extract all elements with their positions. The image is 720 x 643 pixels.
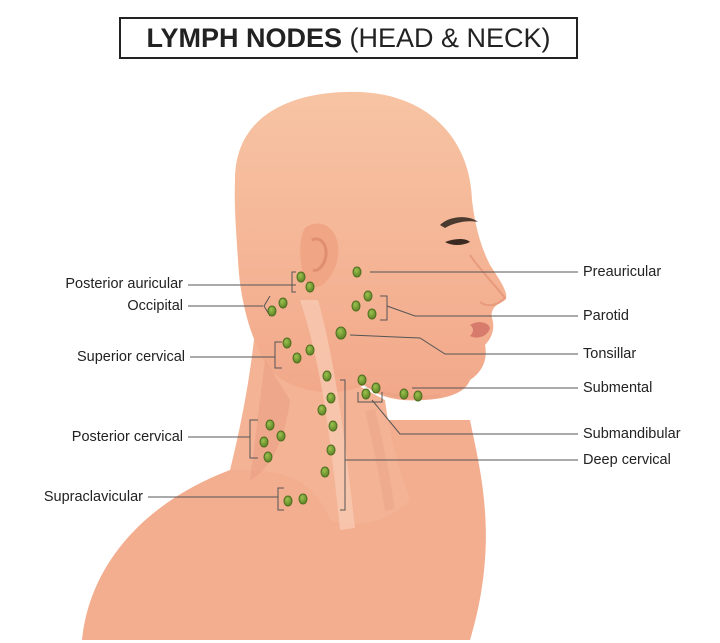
lips (470, 322, 490, 338)
label-posterior-cervical: Posterior cervical (71, 429, 183, 445)
bracket-posterior-cervical (249, 419, 258, 459)
head (234, 91, 507, 401)
node-deep-cervical (328, 420, 338, 432)
diagram-title: LYMPH NODES (HEAD & NECK) (119, 17, 578, 59)
leader-submandibular (371, 399, 578, 435)
node-occipital (267, 305, 277, 317)
nose (469, 254, 507, 307)
label-deep-cervical: Deep cervical (583, 452, 671, 468)
leader-lines (148, 271, 578, 511)
node-submandibular (357, 374, 367, 386)
leader-parotid (386, 305, 578, 317)
node-posterior-cervical (276, 430, 286, 442)
title-normal: (HEAD & NECK) (349, 23, 551, 53)
node-posterior-auricular (296, 271, 306, 283)
label-parotid: Parotid (583, 308, 629, 324)
label-submandibular: Submandibular (583, 426, 681, 442)
node-submental (413, 390, 423, 402)
node-posterior-auricular (305, 281, 315, 293)
node-deep-cervical (317, 404, 327, 416)
node-superior-cervical (305, 344, 315, 356)
node-supraclavicular (283, 495, 293, 507)
eye (445, 239, 470, 245)
node-posterior-cervical (265, 419, 275, 431)
label-submental: Submental (583, 380, 653, 396)
label-superior-cervical: Superior cervical (77, 349, 185, 365)
node-posterior-cervical (263, 451, 273, 463)
node-tonsillar (335, 326, 347, 340)
node-parotid (363, 290, 373, 302)
node-posterior-cervical (259, 436, 269, 448)
node-supraclavicular (298, 493, 308, 505)
node-superior-cervical (282, 337, 292, 349)
eyebrow (440, 217, 478, 228)
label-posterior-auricular: Posterior auricular (65, 276, 183, 292)
node-submandibular (371, 382, 381, 394)
bracket-parotid (380, 295, 388, 321)
label-occipital: Occipital (127, 298, 183, 314)
leader-tonsillar (349, 334, 578, 355)
label-tonsillar: Tonsillar (583, 346, 637, 362)
ear (300, 223, 339, 287)
node-parotid (351, 300, 361, 312)
node-submandibular (361, 388, 371, 400)
label-preauricular: Preauricular (583, 264, 662, 280)
node-superior-cervical (292, 352, 302, 364)
node-submental (399, 388, 409, 400)
trachea-shadow (365, 408, 395, 511)
bracket-supraclavicular (277, 487, 284, 511)
ear-inner (311, 237, 328, 272)
neck-muscle (300, 300, 355, 530)
bracket-posterior-auricular (291, 271, 296, 293)
node-parotid (367, 308, 377, 320)
node-deep-cervical (322, 370, 332, 382)
node-deep-cervical (326, 392, 336, 404)
label-supraclavicular: Supraclavicular (43, 489, 143, 505)
node-occipital (278, 297, 288, 309)
title-bold: LYMPH NODES (146, 23, 342, 53)
node-preauricular (352, 266, 362, 278)
node-deep-cervical (326, 444, 336, 456)
bracket-superior-cervical (274, 341, 282, 369)
bracket-submandibular (357, 392, 383, 403)
bracket-deep-cervical (340, 379, 346, 511)
lymph-node-group (259, 266, 423, 507)
node-deep-cervical (320, 466, 330, 478)
